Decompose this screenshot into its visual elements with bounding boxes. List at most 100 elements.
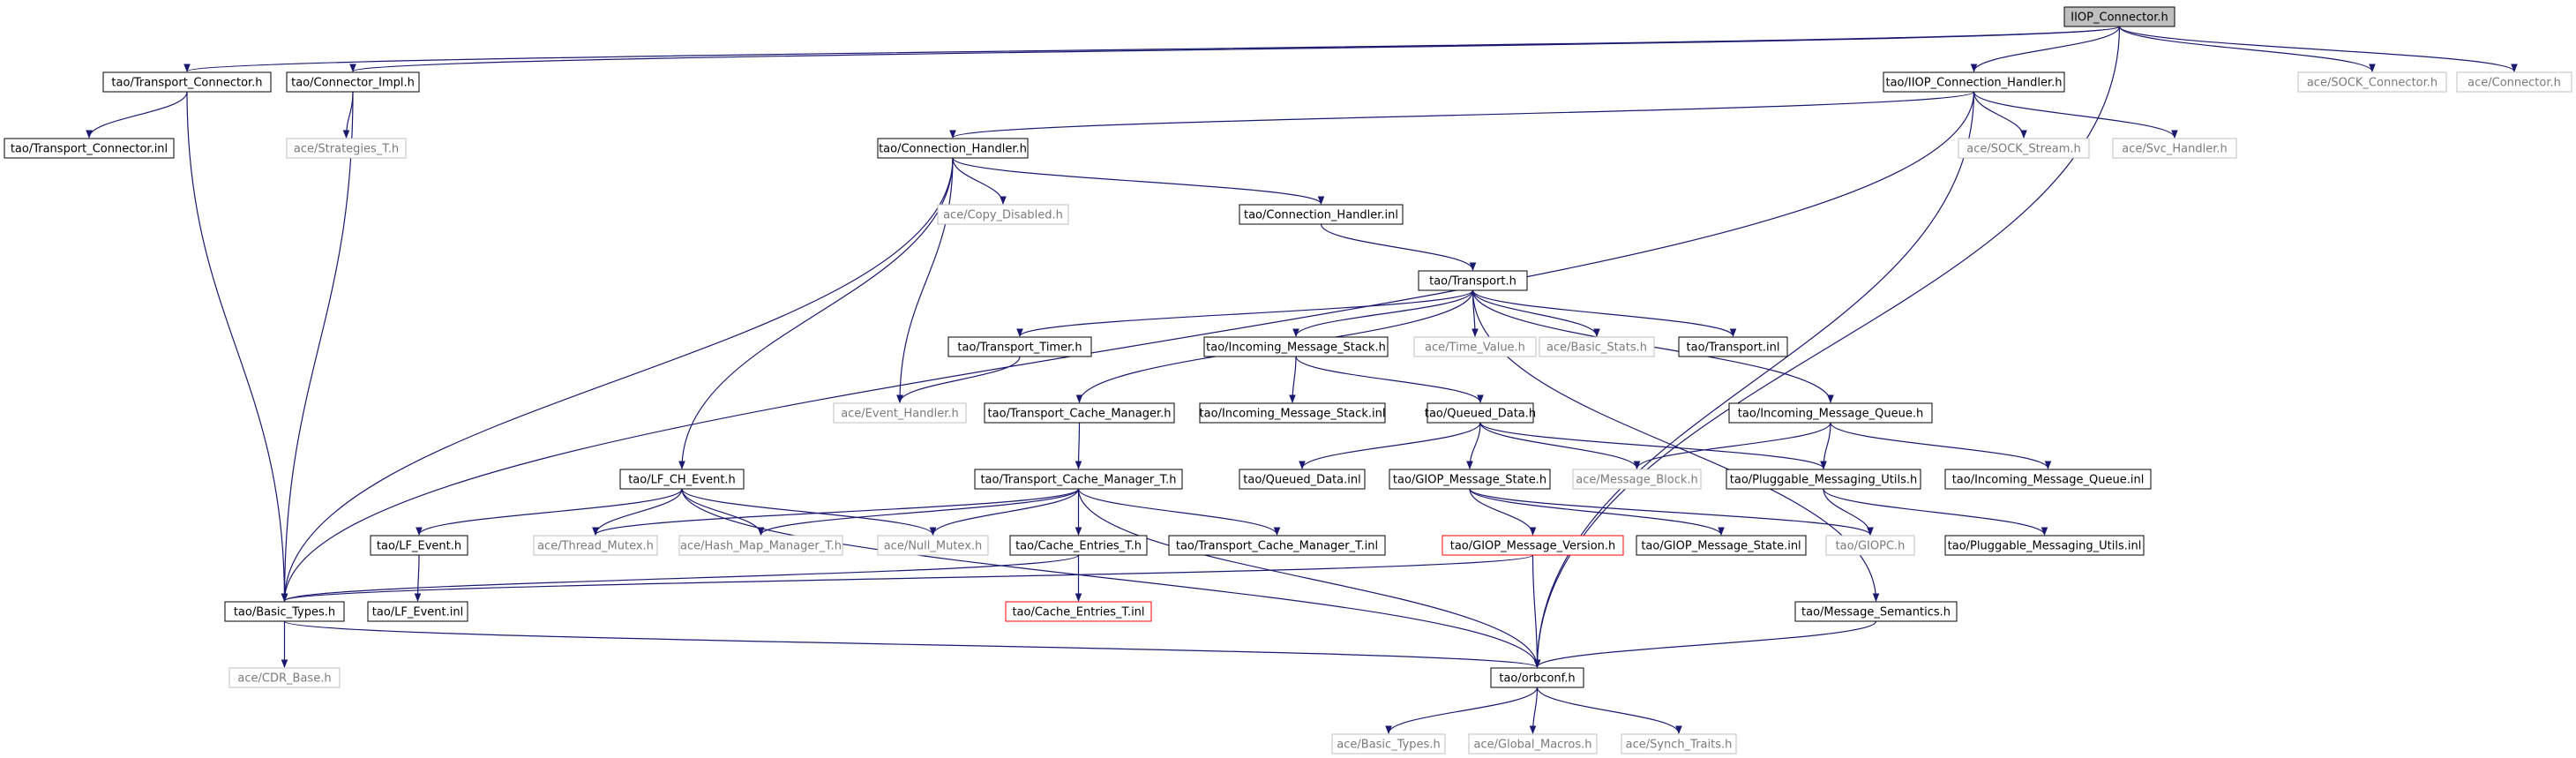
file-node-pluggable-messaging-utils-inl[interactable]: tao/Pluggable_Messaging_Utils.inl xyxy=(1944,535,2145,556)
file-node-giop-message-state-h[interactable]: tao/GIOP_Message_State.h xyxy=(1389,469,1551,490)
dependency-edge xyxy=(1533,620,1877,668)
dependency-edge xyxy=(949,91,1975,139)
file-node-message-semantics-h[interactable]: tao/Message_Semantics.h xyxy=(1794,601,1958,622)
dependency-edge xyxy=(283,620,1540,668)
file-node-pluggable-messaging-utils-h[interactable]: tao/Pluggable_Messaging_Utils.h xyxy=(1726,469,1921,490)
file-node-connection-handler-h[interactable]: tao/Connection_Handler.h xyxy=(877,138,1029,159)
node-label: ace/Thread_Mutex.h xyxy=(537,540,654,553)
dependency-edge xyxy=(952,157,1325,205)
file-node-iiop-connection-handler-h[interactable]: tao/IIOP_Connection_Handler.h xyxy=(1883,71,2065,93)
dependency-edge xyxy=(592,488,1080,536)
dependency-edge xyxy=(896,157,954,403)
file-node-incoming-message-queue-h[interactable]: tao/Incoming_Message_Queue.h xyxy=(1728,402,1933,424)
file-node-cache-entries-t-inl[interactable]: tao/Cache_Entries_T.inl xyxy=(1005,601,1152,622)
node-box xyxy=(833,402,967,424)
node-label: tao/GIOP_Message_State.h xyxy=(1393,474,1546,487)
node-label: tao/Queued_Data.inl xyxy=(1243,474,1361,487)
file-node-transport-cache-manager-t-inl[interactable]: tao/Transport_Cache_Manager_T.inl xyxy=(1168,535,1386,556)
node-label: ace/Basic_Stats.h xyxy=(1546,341,1647,355)
node-label: tao/Incoming_Message_Stack.h xyxy=(1206,341,1386,355)
node-box xyxy=(1468,733,1598,754)
node-label: ace/Message_Block.h xyxy=(1576,474,1698,487)
file-node-lf-event-inl[interactable]: tao/LF_Event.inl xyxy=(367,601,468,622)
node-box xyxy=(2297,71,2447,93)
file-node-incoming-message-queue-inl[interactable]: tao/Incoming_Message_Queue.inl xyxy=(1944,469,2152,490)
node-box xyxy=(286,138,407,159)
node-box xyxy=(1883,71,2065,93)
file-node-giop-message-version-h[interactable]: tao/GIOP_Message_Version.h xyxy=(1442,535,1624,556)
file-node-transport-timer-h[interactable]: tao/Transport_Timer.h xyxy=(947,336,1092,357)
dependency-edge xyxy=(281,554,1534,602)
node-box xyxy=(1490,667,1584,688)
dependency-edge xyxy=(1633,422,1831,469)
file-node-queued-data-inl[interactable]: tao/Queued_Data.inl xyxy=(1239,469,1366,490)
file-node-transport-connector-inl[interactable]: tao/Transport_Connector.inl xyxy=(4,138,175,159)
file-node-giop-message-state-inl[interactable]: tao/GIOP_Message_State.inl xyxy=(1636,535,1807,556)
file-node-transport-connector-h[interactable]: tao/Transport_Connector.h xyxy=(102,71,272,93)
node-label: tao/Connector_Impl.h xyxy=(291,77,415,90)
node-box xyxy=(974,469,1183,490)
dependency-edge xyxy=(1295,356,1484,403)
node-box xyxy=(367,601,468,622)
file-node-transport-cache-manager-t-h[interactable]: tao/Transport_Cache_Manager_T.h xyxy=(974,469,1183,490)
node-label: tao/Queued_Data.h xyxy=(1425,408,1536,421)
node-label: tao/Basic_Types.h xyxy=(234,606,335,619)
dependency-edge xyxy=(1529,687,1539,734)
dependency-edge xyxy=(1471,289,1600,337)
file-node-lf-event-h[interactable]: tao/LF_Event.h xyxy=(370,535,468,556)
node-label: tao/Pluggable_Messaging_Utils.h xyxy=(1730,474,1917,487)
file-node-ace-basic-types-h: ace/Basic_Types.h xyxy=(1331,733,1446,754)
node-label: ace/SOCK_Connector.h xyxy=(2307,77,2437,90)
node-box xyxy=(1009,535,1148,556)
dependency-edge xyxy=(1385,687,1539,734)
node-box xyxy=(1958,138,2090,159)
node-label: tao/Connection_Handler.inl xyxy=(1244,209,1398,222)
dependency-edge xyxy=(281,91,354,602)
node-box xyxy=(1636,535,1807,556)
file-node-incoming-message-stack-h[interactable]: tao/Incoming_Message_Stack.h xyxy=(1203,336,1389,357)
file-node-global-macros-h: ace/Global_Macros.h xyxy=(1468,733,1598,754)
node-label: ace/Null_Mutex.h xyxy=(884,540,983,553)
file-node-synch-traits-h: ace/Synch_Traits.h xyxy=(1621,733,1737,754)
file-node-null-mutex-h: ace/Null_Mutex.h xyxy=(877,535,989,556)
node-box xyxy=(1678,336,1788,357)
node-box xyxy=(1825,535,1915,556)
dependency-edge xyxy=(86,91,188,139)
node-box xyxy=(2112,138,2237,159)
dependency-edge xyxy=(1531,554,1541,668)
file-node-strategies-t-h: ace/Strategies_T.h xyxy=(286,138,407,159)
node-label: tao/GIOP_Message_State.inl xyxy=(1641,540,1801,553)
dependency-edge xyxy=(1077,488,1541,668)
file-node-queued-data-h[interactable]: tao/Queued_Data.h xyxy=(1425,402,1536,424)
dependency-edge xyxy=(1479,422,1827,469)
file-node-cache-entries-t-h[interactable]: tao/Cache_Entries_T.h xyxy=(1009,535,1148,556)
file-node-connection-handler-inl[interactable]: tao/Connection_Handler.inl xyxy=(1239,204,1404,225)
dependency-edge xyxy=(1973,91,2178,139)
node-label: tao/LF_CH_Event.h xyxy=(628,474,736,487)
file-nodes: IIOP_Connector.h tao/Transport_Connector.… xyxy=(4,6,2572,754)
file-node-lf-ch-event-h[interactable]: tao/LF_CH_Event.h xyxy=(619,469,745,490)
node-label: tao/Transport.h xyxy=(1429,275,1516,289)
node-box xyxy=(1413,336,1537,357)
file-node-orbconf-h[interactable]: tao/orbconf.h xyxy=(1490,667,1584,688)
dependency-edge xyxy=(1075,422,1082,469)
file-node-connector-impl-h[interactable]: tao/Connector_Impl.h xyxy=(286,71,420,93)
node-box xyxy=(1203,336,1389,357)
file-node-transport-h[interactable]: tao/Transport.h xyxy=(1418,270,1528,291)
node-label: tao/Transport_Connector.inl xyxy=(11,143,168,156)
file-node-transport-cache-manager-h[interactable]: tao/Transport_Cache_Manager.h xyxy=(984,402,1175,424)
file-node-transport-inl[interactable]: tao/Transport.inl xyxy=(1678,336,1788,357)
dependency-edge xyxy=(2118,26,2376,72)
file-node-incoming-message-stack-inl[interactable]: tao/Incoming_Message_Stack.inl xyxy=(1199,402,1386,424)
dependency-edge xyxy=(1077,488,1281,536)
file-node-basic-types-h[interactable]: tao/Basic_Types.h xyxy=(224,601,345,622)
file-node-iiop-connector-h[interactable]: IIOP_Connector.h xyxy=(2063,6,2175,27)
dependency-edge xyxy=(1823,488,1874,536)
dependency-edge xyxy=(1533,91,1975,668)
node-box xyxy=(1199,402,1386,424)
node-label: ace/Connector.h xyxy=(2467,77,2561,90)
file-node-sock-stream-h: ace/SOCK_Stream.h xyxy=(1958,138,2090,159)
file-node-hash-map-manager-t-h: ace/Hash_Map_Manager_T.h xyxy=(678,535,843,556)
node-label: ace/Strategies_T.h xyxy=(294,143,399,156)
file-node-cdr-base-h: ace/CDR_Base.h xyxy=(228,667,341,688)
